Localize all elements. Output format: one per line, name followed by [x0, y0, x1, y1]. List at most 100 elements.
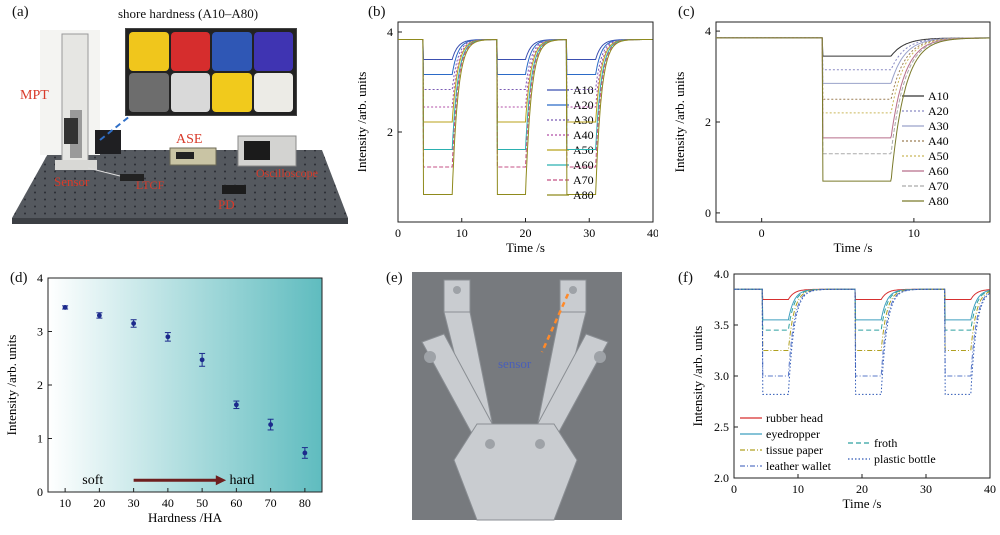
series-line — [734, 288, 990, 351]
swatch-a70 — [212, 73, 252, 112]
series-line — [716, 37, 990, 100]
x-axis-label: Time /s — [834, 240, 873, 255]
x-tick-label: 30 — [583, 226, 595, 240]
legend-label: froth — [874, 436, 897, 450]
legend-label: A20 — [928, 104, 949, 118]
y-tick-label: 2 — [387, 125, 393, 139]
y-axis-label: Intensity /arb. units — [690, 326, 705, 427]
swatch-a80 — [253, 73, 293, 112]
series-line — [734, 288, 990, 331]
legend-label: leather wallet — [766, 459, 832, 473]
series-line — [734, 288, 990, 377]
x-tick-label: 30 — [920, 482, 932, 496]
panel-label-a: (a) — [12, 4, 29, 20]
legend-label: A60 — [928, 164, 949, 178]
data-point — [199, 357, 205, 363]
legend-label: A40 — [573, 128, 594, 142]
series-line — [716, 37, 990, 57]
label-mpt: MPT — [20, 88, 49, 103]
x-tick-label: 10 — [456, 226, 468, 240]
legend-label: tissue paper — [766, 443, 823, 457]
x-axis-label: Time /s — [506, 240, 545, 255]
legend-label: A40 — [928, 134, 949, 148]
swatch-a40 — [253, 32, 293, 71]
y-tick-label: 4.0 — [714, 267, 729, 281]
y-tick-label: 3.0 — [714, 369, 729, 383]
legend-label: A20 — [573, 98, 594, 112]
y-tick-label: 0 — [705, 206, 711, 220]
y-tick-label: 2.5 — [714, 420, 729, 434]
x-tick-label: 0 — [395, 226, 401, 240]
x-tick-label: 40 — [162, 496, 174, 510]
data-point — [96, 313, 102, 318]
x-tick-label: 0 — [731, 482, 737, 496]
x-axis-label: Hardness /HA — [148, 510, 223, 525]
legend-label: eyedropper — [766, 427, 820, 441]
annotation-hard: hard — [230, 473, 255, 488]
series-line — [716, 37, 990, 71]
series-line — [716, 37, 990, 84]
swatch-a50 — [129, 73, 169, 112]
legend-label: A80 — [573, 188, 594, 202]
panel-a: (a) — [0, 0, 355, 225]
x-tick-label: 80 — [299, 496, 311, 510]
series-line — [716, 37, 990, 155]
series-line — [734, 288, 990, 395]
y-tick-label: 3 — [37, 325, 43, 339]
legend-label: plastic bottle — [874, 452, 936, 466]
series-line — [716, 37, 990, 114]
panel-label-f: (f) — [678, 270, 693, 286]
plot-background — [48, 278, 322, 492]
panel-label-b: (b) — [368, 4, 386, 20]
y-axis-label: Intensity /arb. units — [672, 72, 687, 173]
legend-label: rubber head — [766, 411, 823, 425]
legend-label: A70 — [928, 179, 949, 193]
x-tick-label: 50 — [196, 496, 208, 510]
swatch-a20 — [170, 32, 210, 71]
series-line — [398, 39, 653, 60]
x-tick-label: 10 — [792, 482, 804, 496]
x-tick-label: 20 — [856, 482, 868, 496]
series-line — [398, 39, 653, 108]
data-point — [233, 402, 239, 408]
x-tick-label: 30 — [128, 496, 140, 510]
y-tick-label: 2 — [37, 378, 43, 392]
label-sensor-e: sensor — [498, 356, 532, 371]
series-line — [716, 37, 990, 182]
series-line — [398, 39, 653, 195]
panel-label-e: (e) — [386, 270, 403, 286]
data-point — [302, 450, 308, 456]
swatch-title: shore hardness (A10–A80) — [118, 6, 259, 21]
data-point — [268, 422, 274, 427]
panel-label-d: (d) — [10, 270, 28, 286]
x-tick-label: 10 — [908, 226, 920, 240]
swatch-a60 — [170, 73, 210, 112]
y-tick-label: 1 — [37, 432, 43, 446]
gripper-photo — [412, 272, 622, 521]
x-tick-label: 40 — [984, 482, 996, 496]
y-axis-label: Intensity /arb. units — [358, 72, 369, 173]
series-line — [716, 37, 990, 139]
x-tick-label: 20 — [93, 496, 105, 510]
legend-label: A60 — [573, 158, 594, 172]
y-tick-label: 4 — [387, 25, 393, 39]
swatch-a10 — [129, 32, 169, 71]
y-tick-label: 2 — [705, 115, 711, 129]
label-sensor: Sensor — [54, 174, 90, 189]
x-tick-label: 70 — [265, 496, 277, 510]
legend-label: A50 — [928, 149, 949, 163]
series-line — [734, 288, 990, 300]
legend-label: A10 — [928, 89, 949, 103]
label-ase: ASE — [176, 132, 203, 147]
legend-label: A70 — [573, 173, 594, 187]
y-tick-label: 0 — [37, 485, 43, 499]
arrow-head — [215, 475, 227, 486]
setup-photo — [12, 30, 348, 224]
y-tick-label: 3.5 — [714, 318, 729, 332]
